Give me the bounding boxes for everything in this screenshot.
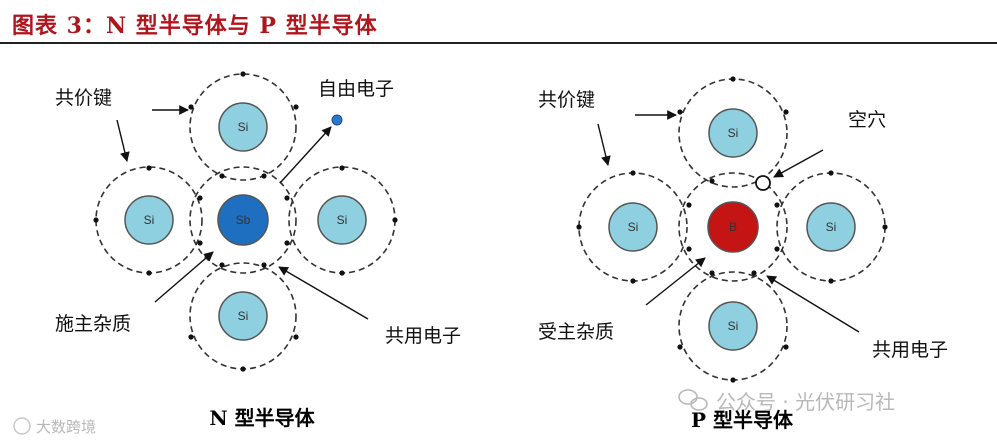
n-right-si-label: Si [337,213,348,227]
n-bond-arrow-2 [116,119,130,162]
p-label-covalent-bond: 共价键 [538,89,595,111]
n-bottom-si-label: Si [238,309,249,323]
watermark-left-text: 大数跨境 [36,418,96,436]
p-label-acceptor-impurity: 受主杂质 [538,321,614,343]
n-bottom-si-atom [218,291,268,341]
n-left-si-label: Si [144,213,155,227]
n-label-free-electron: 自由电子 [318,78,394,100]
n-donor-arrow [154,251,214,303]
hole [755,175,771,191]
n-top-si-ring [189,73,297,181]
p-center-b-atom [707,201,759,253]
p-bond-arrow-2 [597,123,611,166]
watermark-right: 公众号 · 光伏研习社 [678,389,895,414]
p-label-shared-electron: 共用电子 [872,339,948,361]
p-electrons [576,76,888,383]
n-label-donor-impurity: 施主杂质 [55,313,131,335]
p-right-si-label: Si [826,220,837,234]
n-center-ring [189,166,297,274]
p-hole-arrow [773,149,824,178]
p-bottom-si-atom [708,301,758,351]
p-acceptor-arrow [645,257,706,306]
wechat-icon [678,389,708,411]
n-center-sb-label: Sb [236,213,251,227]
n-caption: N 型半导体 [209,406,315,430]
p-top-si-label: Si [728,126,739,140]
p-bottom-si-label: Si [728,319,739,333]
p-type-panel: Si Si Si Si B 共价键 空穴 受主杂质 共用电子 P 型半导体 [538,76,948,432]
n-label-covalent-bond: 共价键 [55,87,112,109]
title-rule [0,42,997,44]
p-left-si-label: Si [628,220,639,234]
p-shared-arrow [766,275,860,333]
p-label-hole: 空穴 [848,109,886,131]
watermark-right-text: 公众号 · 光伏研习社 [716,390,895,414]
p-caption: P 型半导体 [691,408,794,432]
p-left-si-atom [608,202,658,252]
n-type-panel: Si Si Si Si Sb 共价键 自由电子 施主杂质 [55,71,461,430]
n-label-shared-electron: 共用电子 [385,325,461,347]
n-top-si-atom [218,102,268,152]
watermark-logo-icon [13,417,31,435]
n-top-si-label: Si [238,120,249,134]
n-center-sb-atom [217,194,269,246]
n-shared-arrow [278,266,369,320]
p-center-b-label: B [729,220,737,234]
n-electrons [93,71,398,372]
p-top-si-atom [708,108,758,158]
p-center-ring [678,172,788,282]
n-free-electron-arrow [279,126,332,184]
watermark-left: 大数跨境 [13,417,96,436]
figure-title: 图表 3：N 型半导体与 P 型半导体 [12,13,378,39]
p-right-si-atom [806,202,856,252]
n-right-si-atom [317,195,367,245]
n-left-si-atom [124,195,174,245]
free-electron [331,114,343,126]
